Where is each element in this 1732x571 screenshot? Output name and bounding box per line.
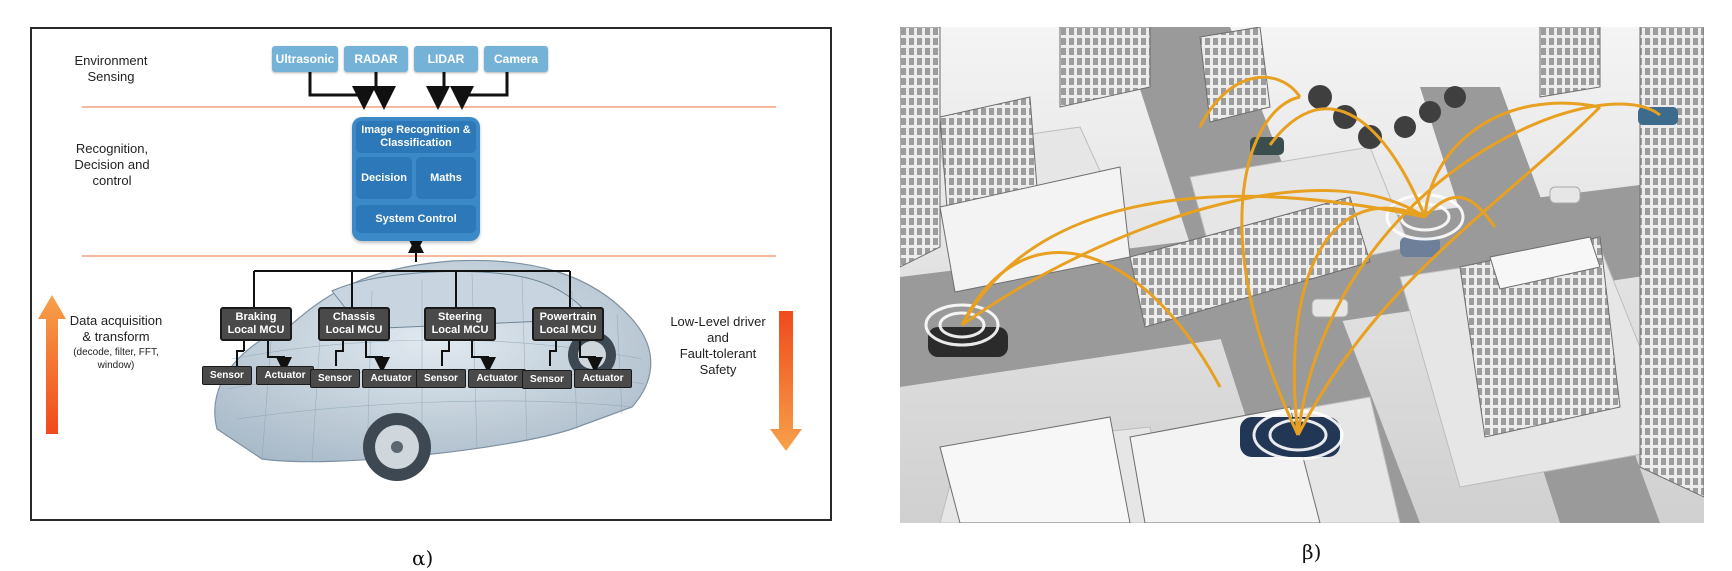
chassis-sensor: Sensor (310, 369, 360, 388)
caption-beta: β) (1302, 540, 1322, 564)
communication-links (960, 75, 1661, 436)
mcu-steering: Steering Local MCU (424, 307, 496, 341)
sensor-box-ultrasonic: Ultrasonic (272, 46, 338, 72)
decision-block: Decision (356, 157, 412, 199)
mcu-powertrain: Powertrain Local MCU (532, 307, 604, 341)
sensor-box-camera: Camera (484, 46, 548, 72)
diagram-graphics (38, 72, 802, 481)
image-recognition-block: Image Recognition & Classification (356, 121, 476, 153)
connected-city-illustration (900, 27, 1704, 523)
powertrain-sensor: Sensor (522, 370, 572, 389)
maths-block: Maths (416, 157, 476, 199)
architecture-diagram: Environment Sensing Recognition, Decisio… (30, 27, 832, 521)
sensor-box-lidar: LIDAR (414, 46, 478, 72)
steering-actuator: Actuator (468, 369, 526, 388)
upward-flow-arrow (38, 295, 66, 434)
mcu-braking: Braking Local MCU (220, 307, 292, 341)
braking-actuator: Actuator (256, 366, 314, 385)
lane-label-recognition: Recognition, Decision and control (74, 141, 150, 188)
sensor-box-radar: RADAR (344, 46, 408, 72)
lane-label-acquisition-detail: (decode, filter, FFT, window) (73, 347, 159, 371)
mcu-chassis: Chassis Local MCU (318, 307, 390, 341)
caption-alpha: α) (412, 546, 434, 570)
powertrain-actuator: Actuator (574, 369, 632, 388)
lane-label-sensing: Environment Sensing (74, 53, 148, 84)
steering-sensor: Sensor (416, 369, 466, 388)
braking-sensor: Sensor (202, 366, 252, 385)
lane-label-acquisition: Data acquisition & transform (69, 313, 163, 344)
processing-unit: Image Recognition & Classification Decis… (352, 117, 480, 241)
city-scene (900, 27, 1704, 523)
chassis-actuator: Actuator (362, 369, 420, 388)
downward-flow-arrow (770, 311, 802, 451)
lane-label-low-level: Low-Level driver and Fault-tolerant Safe… (670, 314, 766, 377)
system-control-block: System Control (356, 205, 476, 233)
